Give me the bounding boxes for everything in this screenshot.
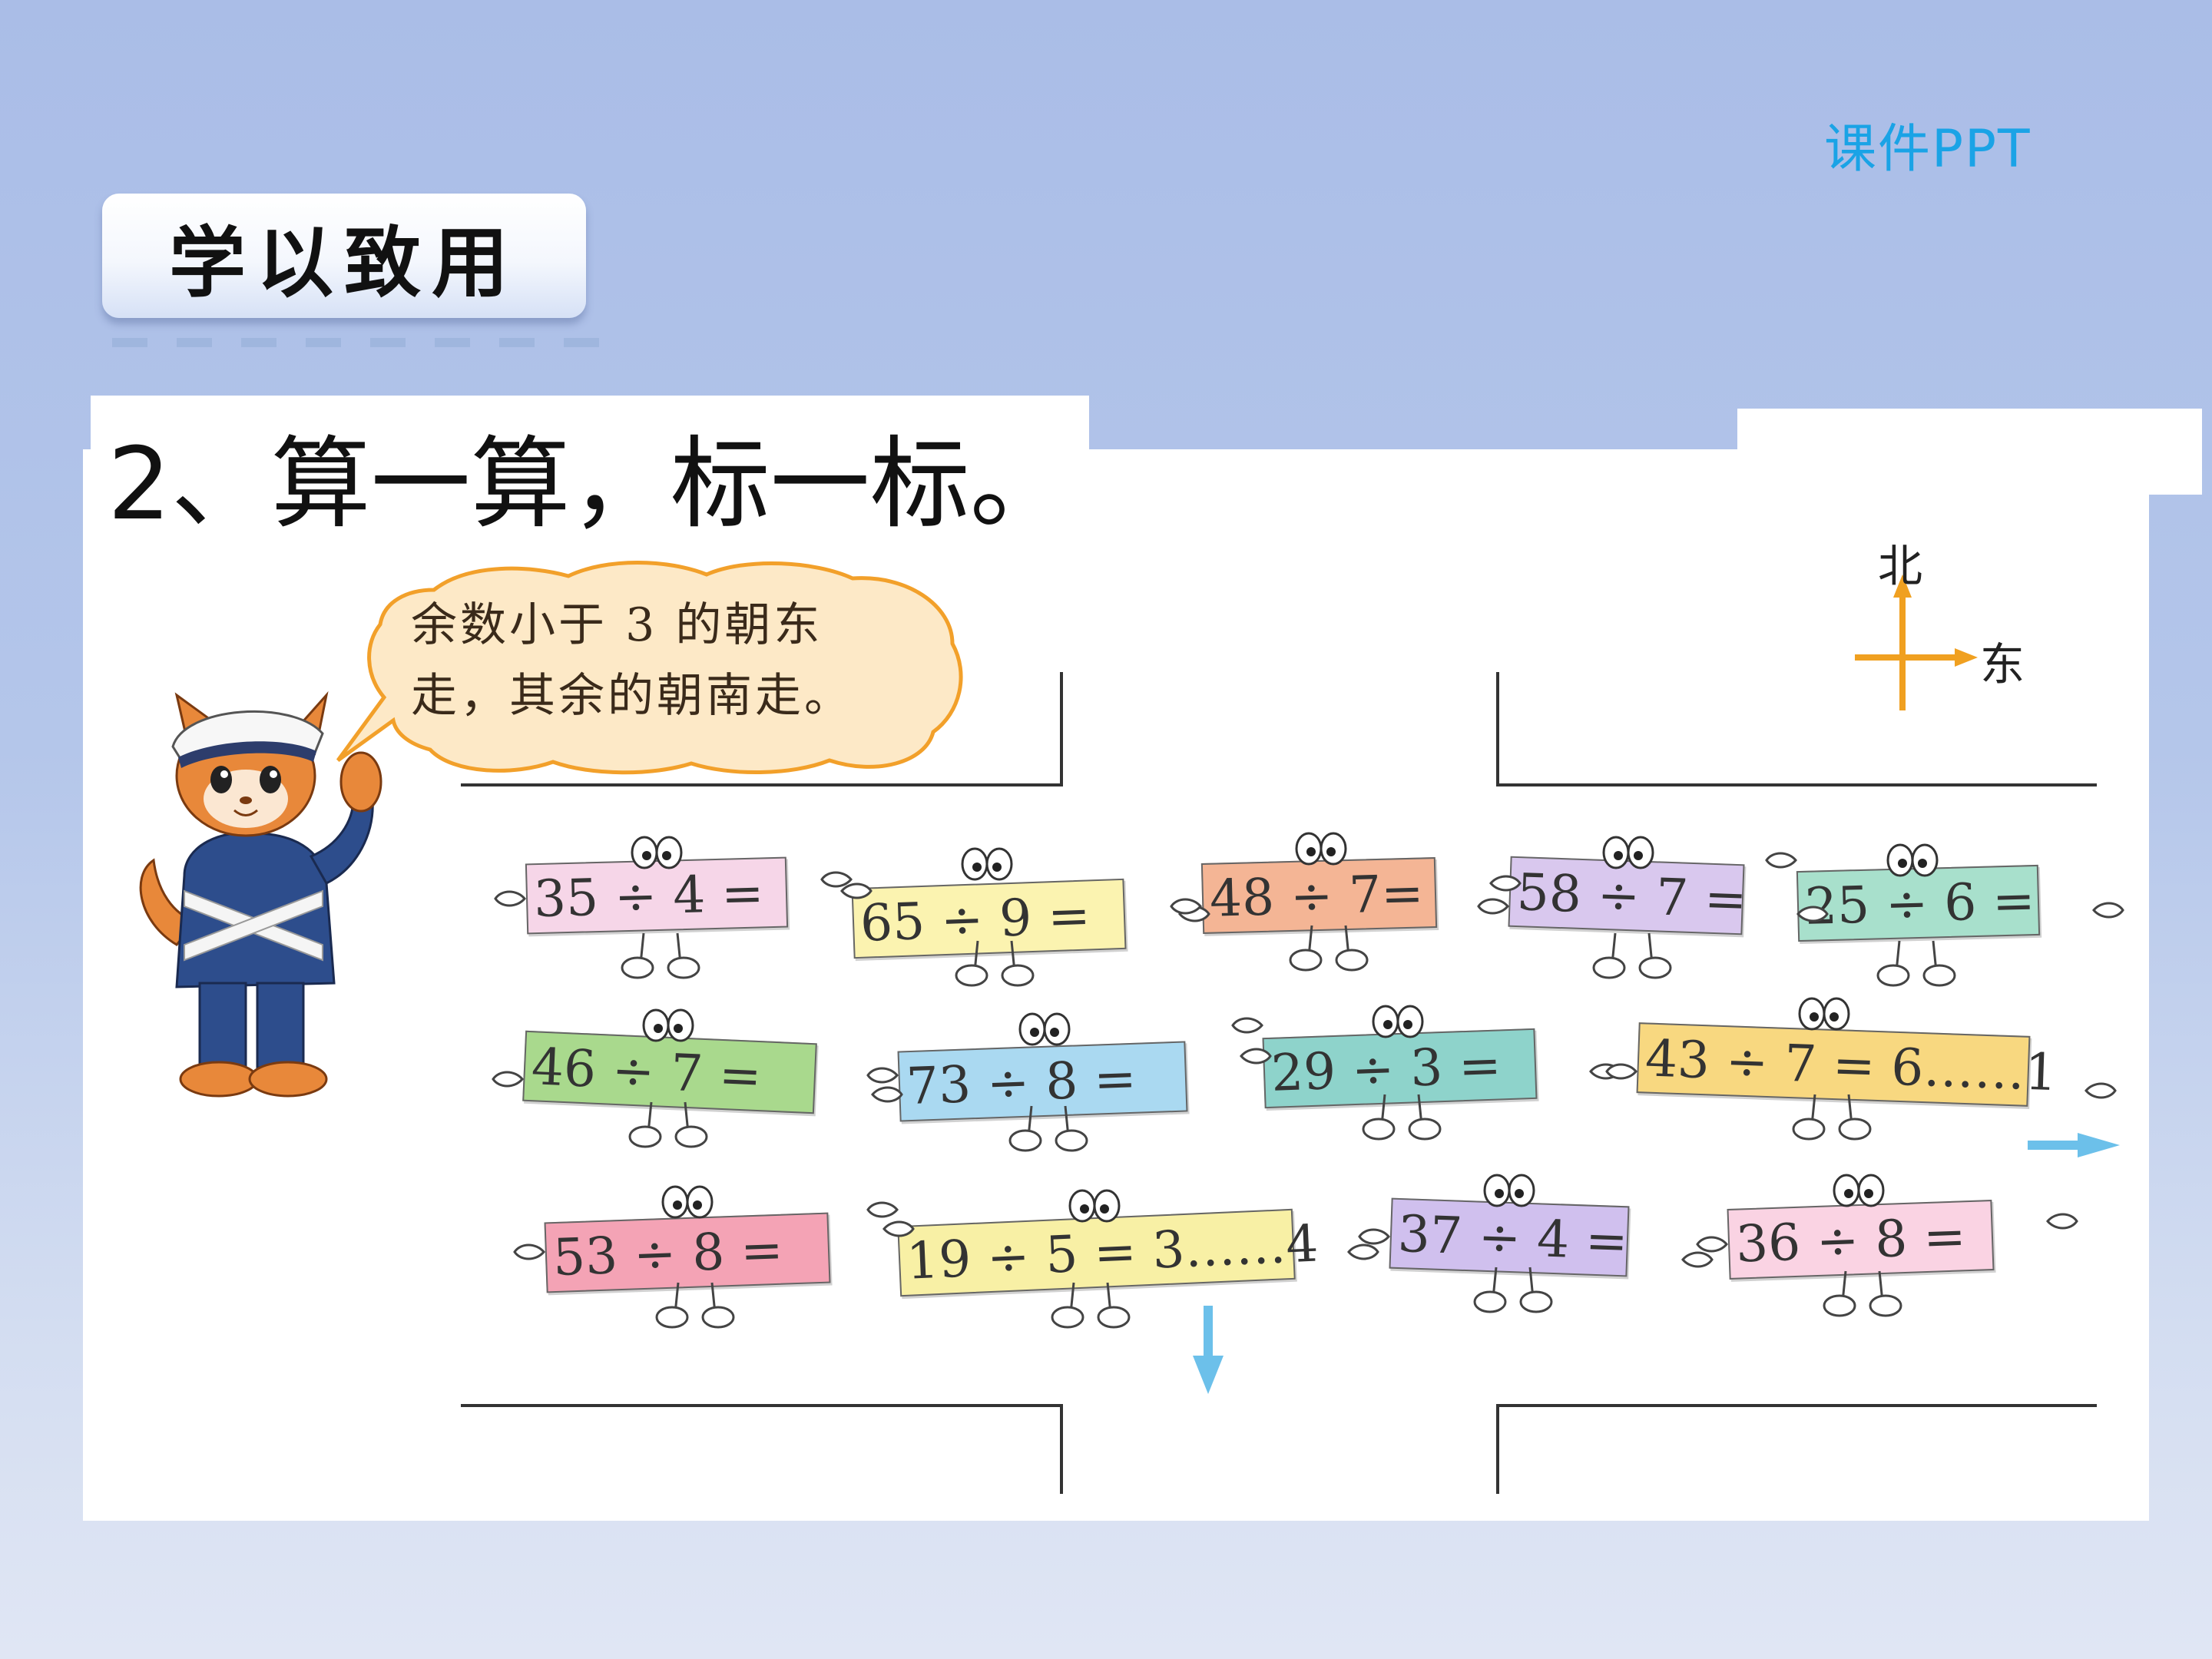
compass-icon (1855, 575, 1978, 710)
brand-label: 课件PPT (1824, 119, 2032, 180)
east-arrow-icon (1855, 654, 1959, 661)
division-card[interactable]: 46 ÷ 7 = (522, 1030, 817, 1114)
speech-line-1: 余数小于 3 的朝东 (411, 598, 823, 652)
tab-dash-divider (112, 338, 604, 347)
section-title: 学以致用 (169, 217, 519, 308)
division-card-text: 37 ÷ 4 = (1396, 1204, 1629, 1271)
division-card[interactable]: 73 ÷ 8 = (897, 1041, 1188, 1122)
division-card-text: 48 ÷ 7= (1209, 863, 1425, 929)
division-card-text: 65 ÷ 9 = (859, 885, 1091, 953)
speech-bubble-text: 余数小于 3 的朝东 走，其余的朝南走。 (411, 590, 933, 731)
division-card-text: 29 ÷ 3 = (1270, 1035, 1502, 1103)
division-card-text: 73 ÷ 8 = (905, 1048, 1137, 1116)
compass-east-label: 东 (1980, 638, 2025, 690)
police-cat-icon (139, 690, 382, 1098)
division-card-text: 36 ÷ 8 = (1734, 1206, 1967, 1274)
division-card[interactable]: 53 ÷ 8 = (544, 1212, 831, 1293)
division-card-text: 46 ÷ 7 = (530, 1036, 763, 1106)
division-card-text: 53 ÷ 8 = (551, 1220, 784, 1287)
division-card-text: 43 ÷ 7 = 6……1 (1644, 1028, 2058, 1102)
speech-line-2: 走，其余的朝南走。 (411, 669, 853, 723)
question-title: 2、算一算，标一标。 (108, 426, 1070, 542)
division-card[interactable]: 37 ÷ 4 = (1389, 1197, 1630, 1277)
division-card[interactable]: 36 ÷ 8 = (1727, 1200, 1995, 1280)
compass-north-label: 北 (1878, 540, 1923, 592)
division-card[interactable]: 48 ÷ 7= (1200, 857, 1438, 934)
division-card[interactable]: 35 ÷ 4 = (525, 856, 789, 935)
speech-bubble (336, 561, 963, 775)
north-arrow-icon (1899, 591, 1906, 710)
division-card-text: 25 ÷ 6 = (1804, 870, 2036, 936)
division-card[interactable]: 29 ÷ 3 = (1262, 1028, 1538, 1109)
division-card[interactable]: 58 ÷ 7 = (1508, 856, 1748, 935)
division-card-text: 58 ÷ 7 = (1515, 862, 1748, 929)
division-card[interactable]: 25 ÷ 6 = (1796, 864, 2041, 942)
division-card-text: 35 ÷ 4 = (533, 863, 765, 929)
division-card[interactable]: 65 ÷ 9 = (851, 878, 1127, 959)
division-card[interactable]: 43 ÷ 7 = 6……1 (1636, 1022, 2058, 1107)
content-panel-top-left (91, 396, 1089, 457)
division-card-text: 19 ÷ 5 = 3……4 (905, 1213, 1320, 1291)
section-title-tab: 学以致用 (102, 194, 586, 318)
